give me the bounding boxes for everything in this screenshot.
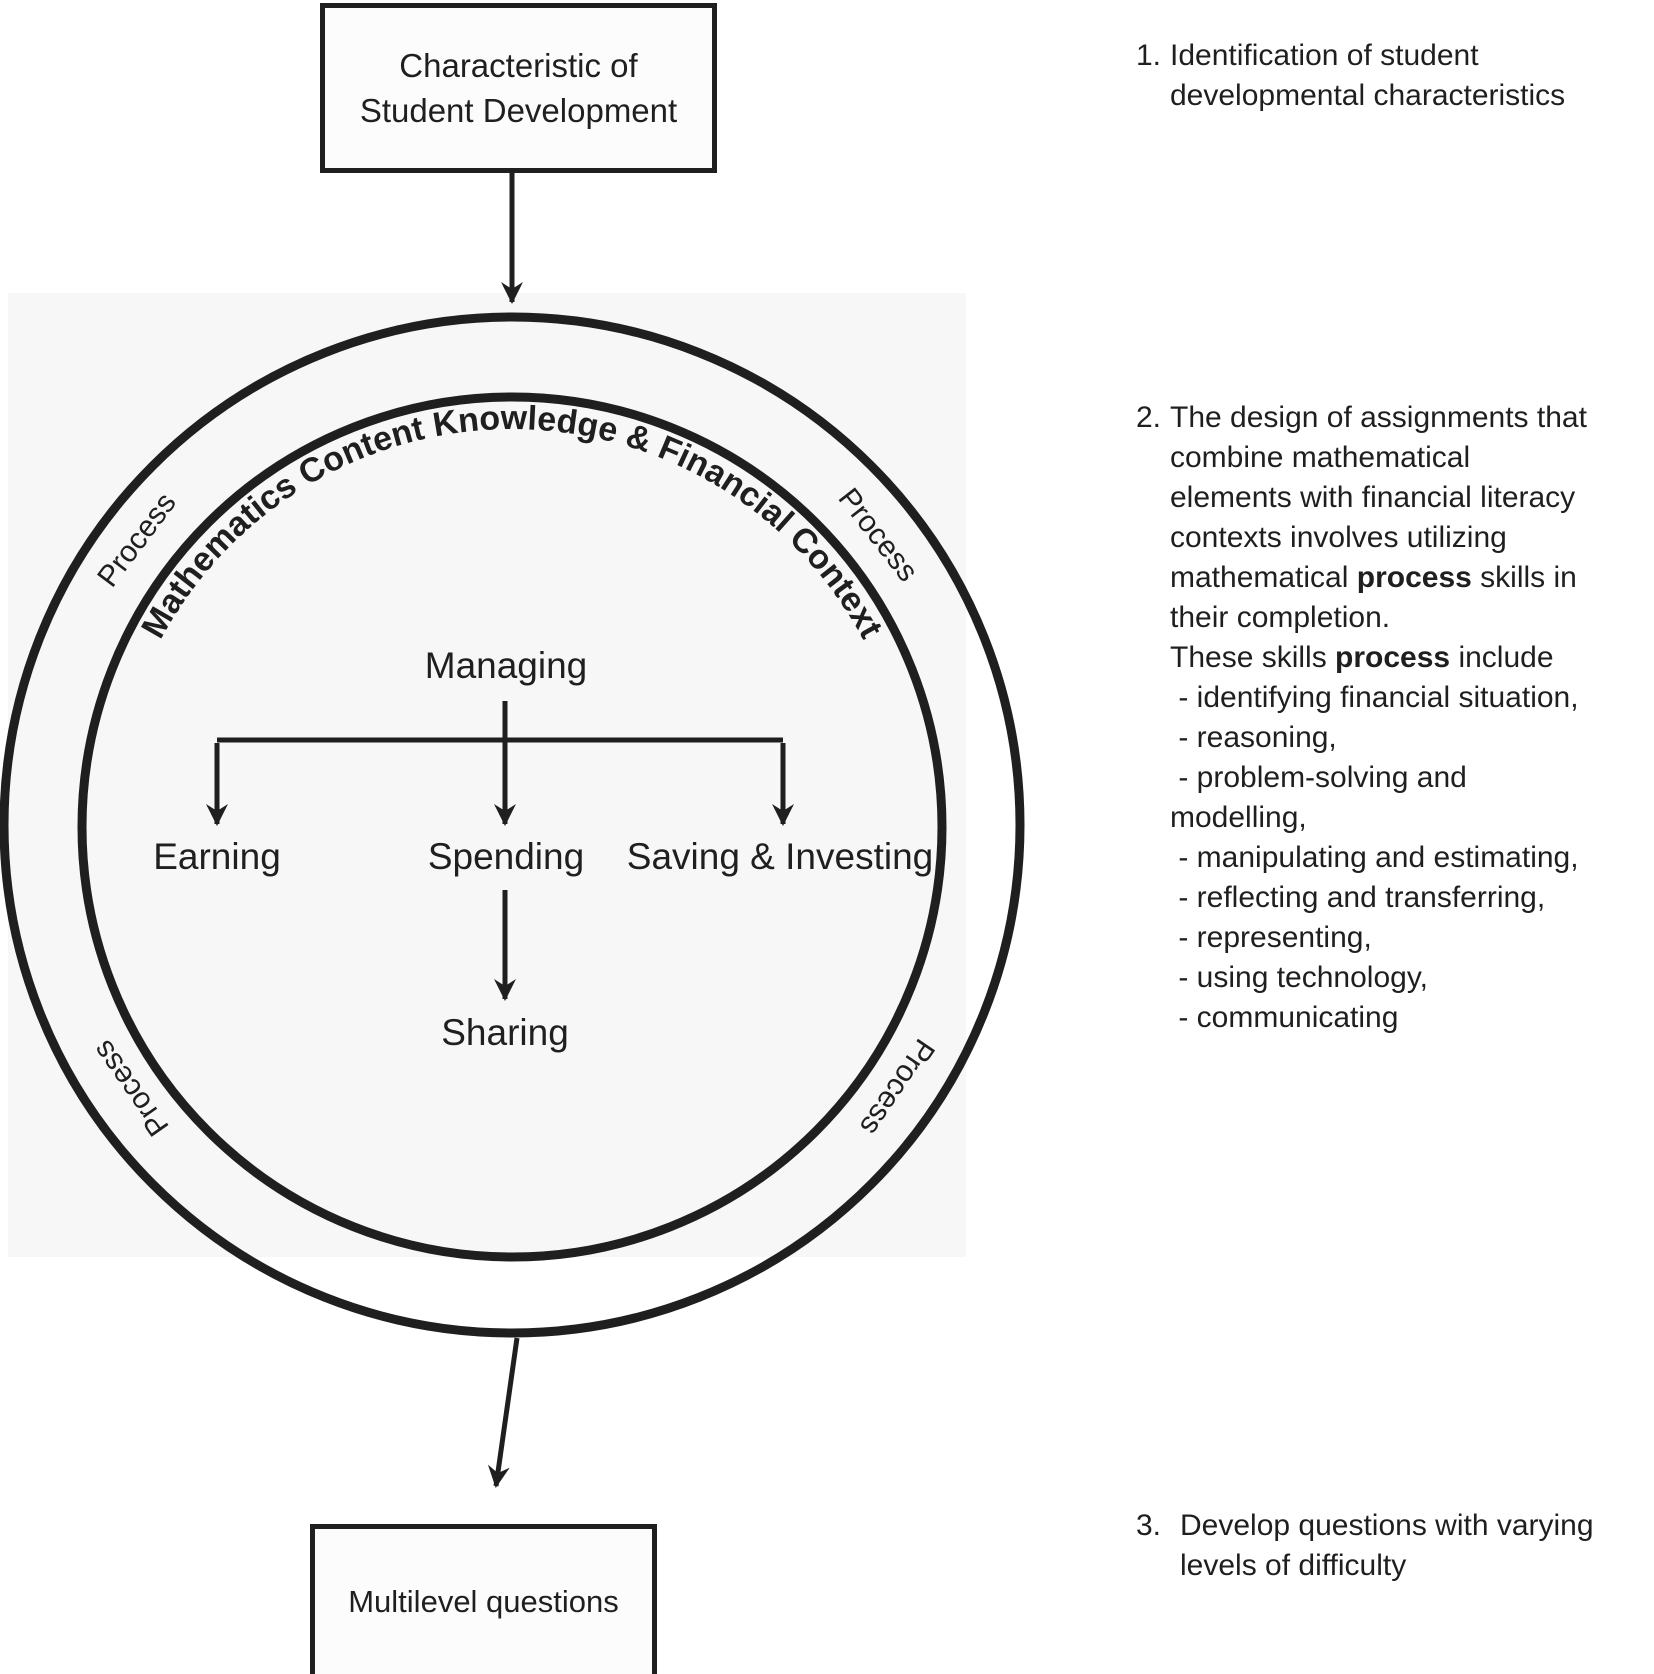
text-line: Develop questions with varying [1180, 1509, 1594, 1542]
text-line: levels of difficulty [1180, 1549, 1407, 1582]
skill-bullet-line: modelling, [1170, 798, 1648, 838]
text-line: contexts involves utilizing [1170, 518, 1648, 558]
text-segment: contexts involves utilizing [1170, 521, 1507, 554]
text-segment: modelling, [1170, 801, 1307, 834]
outer-circle [0, 312, 1025, 1338]
skill-bullet-line: - representing, [1170, 918, 1648, 958]
text-line: developmental characteristics [1170, 79, 1566, 112]
ring-curved-text: Mathematics Content Knowledge & Financia… [134, 399, 890, 644]
text-segment: mathematical [1170, 561, 1357, 594]
text-segment: combine mathematical [1170, 441, 1471, 474]
process-label-bottom-right: Process [853, 1033, 941, 1141]
text-segment: The design of assignments that [1170, 401, 1587, 434]
skill-bullet-line: - reasoning, [1170, 718, 1648, 758]
step-3-text: Develop questions with varying levels of… [1180, 1506, 1648, 1586]
text-segment: - communicating [1170, 1001, 1399, 1034]
text-segment-bold: process [1335, 641, 1451, 674]
tree-node-spending: Spending [427, 836, 585, 877]
step-3: 3. Develop questions with varying levels… [1136, 1506, 1648, 1586]
text-segment: skills in [1471, 561, 1577, 594]
text-segment: - manipulating and estimating, [1170, 841, 1579, 874]
step-2-number: 2. [1136, 401, 1162, 434]
text-line: combine mathematical [1170, 438, 1648, 478]
step-1-text: Identification of student developmental … [1170, 36, 1648, 116]
text-segment: their completion. [1170, 601, 1391, 634]
text-segment: - reflecting and transferring, [1170, 881, 1546, 914]
tree-node-saving-investing: Saving & Investing [626, 836, 934, 877]
text-segment: These skills [1170, 641, 1336, 674]
text-segment-bold: process [1356, 561, 1472, 594]
tree-node-managing: Managing [424, 645, 588, 686]
text-line: Identification of student [1170, 39, 1479, 72]
tree-node-sharing: Sharing [441, 1012, 569, 1053]
top-box-line: Characteristic of [399, 47, 638, 84]
text-line: These skills process include [1170, 638, 1648, 678]
arrow-circle-to-bottombox [487, 1337, 520, 1488]
text-segment: include [1450, 641, 1554, 674]
inner-circle [77, 392, 947, 1262]
skill-bullet-line: - communicating [1170, 998, 1648, 1038]
skill-bullet-line: - using technology, [1170, 958, 1648, 998]
tree-node-earning: Earning [153, 836, 281, 877]
text-line: their completion. [1170, 598, 1648, 638]
skill-bullet-line: - identifying financial situation, [1170, 678, 1648, 718]
text-segment: elements with financial literacy [1170, 481, 1576, 514]
skill-bullet-line: - problem-solving and [1170, 758, 1648, 798]
top-box-line: Student Development [359, 92, 678, 129]
text-segment: - reasoning, [1170, 721, 1337, 754]
step-2-text: The design of assignments that combine m… [1170, 398, 1648, 1038]
step-3-number: 3. [1136, 1509, 1162, 1542]
skill-bullet-line: - manipulating and estimating, [1170, 838, 1648, 878]
text-line: The design of assignments that [1170, 398, 1648, 438]
text-segment: - using technology, [1170, 961, 1428, 994]
text-segment: - representing, [1170, 921, 1372, 954]
bottom-box-label: Multilevel questions [348, 1584, 619, 1619]
skill-bullet-line: - reflecting and transferring, [1170, 878, 1648, 918]
text-segment: - problem-solving and [1170, 761, 1467, 794]
text-line: mathematical process skills in [1170, 558, 1648, 598]
step-1: 1. Identification of student development… [1136, 36, 1648, 116]
top-box-characteristic: Characteristic of Student Development [320, 3, 717, 173]
text-segment: - identifying financial situation, [1170, 681, 1579, 714]
text-line: elements with financial literacy [1170, 478, 1648, 518]
bottom-box-multilevel-questions: Multilevel questions [310, 1524, 657, 1674]
step-2: 2. The design of assignments that combin… [1136, 398, 1648, 1038]
step-1-number: 1. [1136, 39, 1162, 72]
